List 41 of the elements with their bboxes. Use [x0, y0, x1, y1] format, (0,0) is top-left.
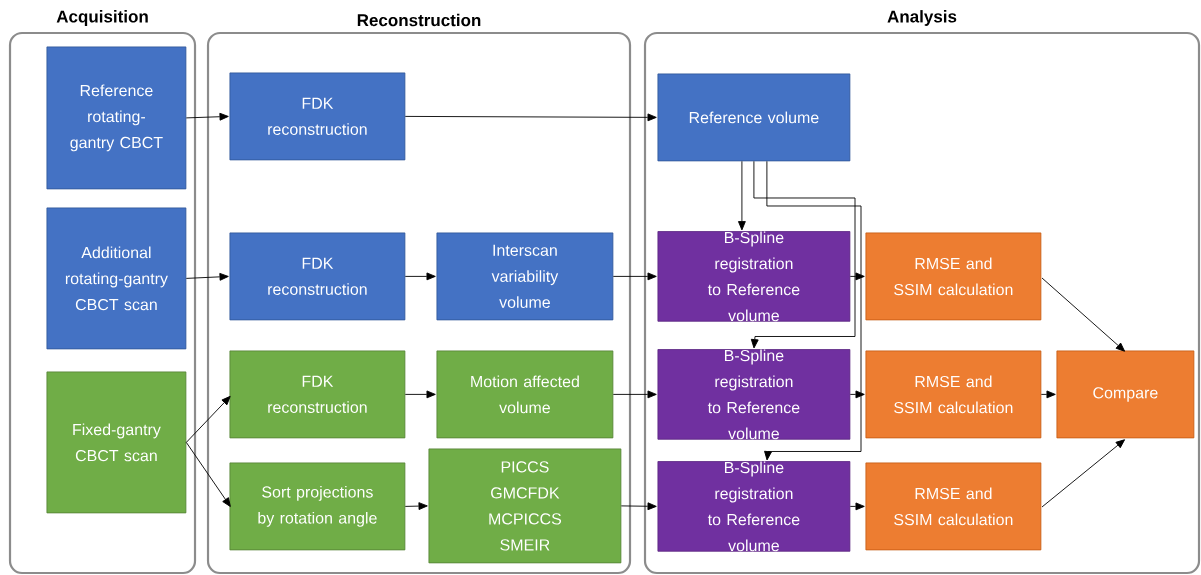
arrow [849, 502, 865, 511]
arrow [849, 272, 865, 281]
arrow [1041, 439, 1125, 508]
process-box: B-Spline registration to Reference volume [657, 231, 851, 322]
process-box: FDK reconstruction [229, 350, 406, 439]
arrow [764, 160, 862, 461]
process-box: Reference volume [657, 73, 851, 162]
arrow [404, 272, 436, 281]
arrow [1041, 277, 1126, 352]
process-box: Reference rotating-gantry CBCT [46, 46, 187, 190]
group-heading: Analysis [887, 10, 957, 26]
process-box: Motion affected volume [436, 350, 614, 439]
process-box: FDK reconstruction [229, 72, 406, 161]
process-box: PICCS GMCFDK MCPICCS SMEIR [428, 448, 622, 564]
arrow [738, 160, 746, 231]
process-box: Interscan variability volume [436, 232, 614, 321]
process-box: Additional rotating-gantry CBCT scan [46, 207, 187, 350]
arrow [185, 441, 231, 507]
process-box: Sort projections by rotation angle [229, 462, 406, 551]
process-box: Fixed-gantry CBCT scan [46, 371, 187, 514]
arrow [1040, 390, 1056, 399]
arrow [612, 272, 657, 281]
process-box: RMSE and SSIM calculation [865, 232, 1042, 321]
arrow [750, 160, 856, 349]
process-box: RMSE and SSIM calculation [865, 350, 1042, 439]
arrow [185, 395, 231, 443]
group-heading: Acquisition [56, 10, 148, 26]
arrow [185, 272, 229, 281]
arrow [404, 502, 428, 510]
arrow [404, 113, 657, 122]
group-heading: Reconstruction [357, 13, 481, 27]
process-box: FDK reconstruction [229, 232, 406, 321]
arrow [620, 502, 657, 511]
process-box: Compare [1056, 350, 1195, 439]
arrow [849, 390, 865, 399]
process-box: B-Spline registration to Reference volume [657, 349, 851, 440]
arrow [185, 112, 229, 121]
process-box: RMSE and SSIM calculation [865, 462, 1042, 551]
process-box: B-Spline registration to Reference volume [657, 461, 851, 552]
arrow [404, 390, 436, 399]
arrow [612, 390, 657, 399]
